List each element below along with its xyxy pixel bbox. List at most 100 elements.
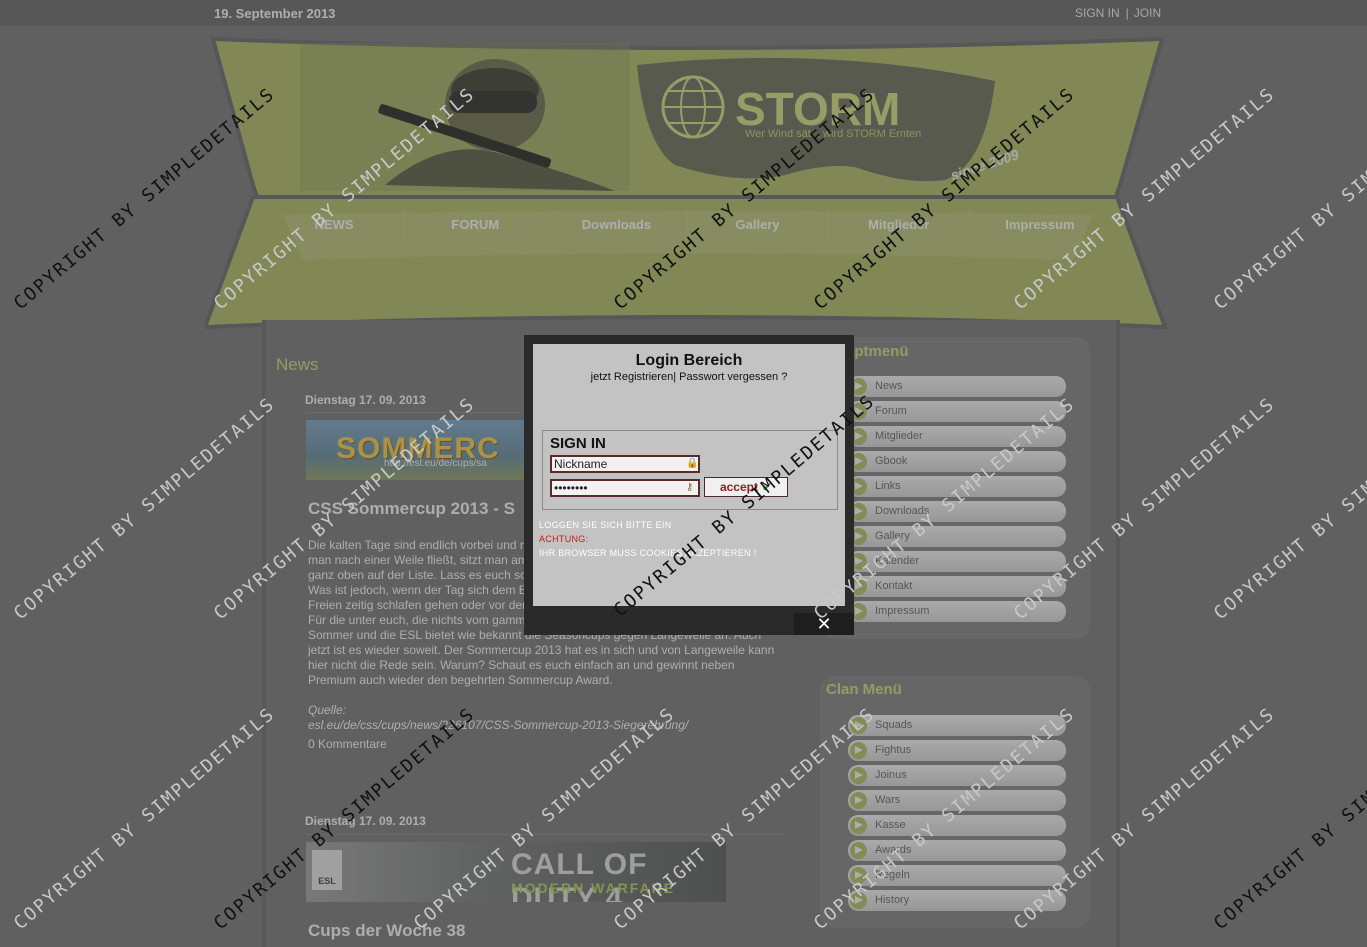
site-header: STORM Wer Wind sät... wird STORM Ernten … — [205, 35, 1170, 335]
post-2-title[interactable]: Cups der Woche 38 — [308, 921, 466, 940]
post-2-date: Dienstag 17. 09. 2013 — [305, 814, 426, 828]
menu-item-forum[interactable]: Forum — [848, 401, 1066, 422]
sign-in-link[interactable]: SIGN IN — [1075, 6, 1120, 20]
clan-item-joinus[interactable]: Joinus — [848, 765, 1066, 786]
accept-button[interactable]: accept✔ — [704, 477, 788, 497]
menu-item-label: Downloads — [875, 505, 930, 517]
arrow-icon — [850, 892, 867, 909]
arrow-icon — [850, 842, 867, 859]
logo-slogan: Wer Wind sät... wird STORM Ernten — [745, 128, 921, 140]
post-1-title[interactable]: CSS Sommercup 2013 - S — [308, 499, 515, 518]
arrow-icon — [850, 817, 867, 834]
esl-logo: ESL — [312, 850, 342, 890]
close-button[interactable]: ✕ — [794, 613, 854, 635]
arrow-icon — [850, 578, 867, 595]
warning-label: ACHTUNG: — [539, 534, 589, 544]
post-1-date: Dienstag 17. 09. 2013 — [305, 393, 426, 407]
login-modal: Login Bereich jetzt Registrieren| Passwo… — [524, 335, 854, 635]
sign-in-box: SIGN IN Nickname 🔒 •••••••• ⚷ accept✔ — [542, 430, 838, 510]
nav-news[interactable]: NEWS — [264, 210, 406, 240]
post-1-banner[interactable]: SOMMERC http://esl.eu/de/cups/sa — [306, 420, 531, 480]
clan-menu-title: Clan Menü — [826, 681, 902, 698]
clan-item-wars[interactable]: Wars — [848, 790, 1066, 811]
menu-item-kalender[interactable]: Kalender — [848, 551, 1066, 572]
nav-mitglieder[interactable]: Mitglieder — [829, 210, 970, 240]
menu-item-impressum[interactable]: Impressum — [848, 601, 1066, 622]
clan-item-history[interactable]: History — [848, 890, 1066, 911]
soldier-image — [300, 43, 630, 191]
clan-item-kasse[interactable]: Kasse — [848, 815, 1066, 836]
link-separator: | — [673, 371, 677, 383]
nickname-value: Nickname — [554, 457, 608, 471]
arrow-icon — [850, 453, 867, 470]
link-separator: | — [1125, 6, 1129, 20]
post-2-banner[interactable]: ESL CALL OF DUTY 4 MODERN WARFARE — [306, 842, 726, 902]
header-graphic: STORM Wer Wind sät... wird STORM Ernten … — [205, 36, 1168, 330]
check-icon: ✔ — [761, 480, 773, 494]
menu-item-links[interactable]: Links — [848, 476, 1066, 497]
clan-item-regeln[interactable]: Regeln — [848, 865, 1066, 886]
login-panel: Login Bereich jetzt Registrieren| Passwo… — [533, 344, 845, 606]
main-nav: NEWS FORUM Downloads Gallery Mitglieder … — [264, 210, 1110, 240]
menu-item-gallery[interactable]: Gallery — [848, 526, 1066, 547]
post-1-banner-url: http://esl.eu/de/cups/sa — [384, 458, 487, 469]
post-1-comments-link[interactable]: 0 Kommentare — [308, 737, 387, 751]
arrow-icon — [850, 717, 867, 734]
post-2-divider — [305, 834, 785, 835]
post-2-banner-sub: MODERN WARFARE — [511, 880, 676, 896]
menu-item-label: Links — [875, 480, 901, 492]
menu-item-label: Fightus — [875, 744, 912, 756]
post-2-banner-text: CALL OF DUTY 4 — [511, 848, 648, 902]
menu-item-downloads[interactable]: Downloads — [848, 501, 1066, 522]
login-links: jetzt Registrieren| Passwort vergessen ? — [533, 371, 845, 383]
key-icon: ⚷ — [686, 482, 694, 493]
forgot-password-link[interactable]: Passwort vergessen ? — [679, 371, 788, 383]
menu-item-label: Wars — [875, 794, 901, 806]
menu-item-label: Awards — [875, 844, 912, 856]
clan-item-awards[interactable]: Awards — [848, 840, 1066, 861]
arrow-icon — [850, 792, 867, 809]
post-1-source-label: Quelle: — [308, 703, 347, 717]
menu-item-label: Gallery — [875, 530, 910, 542]
login-title: Login Bereich — [635, 352, 743, 369]
lock-icon: 🔒 — [686, 458, 699, 469]
arrow-icon — [850, 528, 867, 545]
top-bar: 19. September 2013 SIGN IN|JOIN — [0, 0, 1367, 26]
menu-item-label: Squads — [875, 719, 913, 731]
close-icon: ✕ — [816, 614, 832, 634]
arrow-icon — [850, 478, 867, 495]
menu-item-kontakt[interactable]: Kontakt — [848, 576, 1066, 597]
menu-item-news[interactable]: News — [848, 376, 1066, 397]
logo-text: STORM — [735, 83, 900, 135]
cookie-notice: IHR BROWSER MUSS COOKIES AKZEPTIEREN ! — [539, 548, 757, 558]
arrow-icon — [850, 428, 867, 445]
clan-item-squads[interactable]: Squads — [848, 715, 1066, 736]
nickname-input[interactable]: Nickname 🔒 — [550, 455, 700, 473]
arrow-icon — [850, 867, 867, 884]
password-input[interactable]: •••••••• ⚷ — [550, 479, 700, 497]
account-links: SIGN IN | JOIN — [1075, 6, 1161, 20]
menu-item-label: History — [875, 894, 910, 906]
menu-item-label: Joinus — [875, 769, 907, 781]
nav-downloads[interactable]: Downloads — [546, 210, 688, 240]
login-hint: LOGGEN SIE SICH BITTE EIN — [539, 520, 672, 530]
accept-label: accept — [719, 480, 758, 494]
arrow-icon — [850, 503, 867, 520]
post-1-source-link[interactable]: esl.eu/de/css/cups/news/226107/CSS-Somme… — [308, 718, 689, 732]
menu-item-gbook[interactable]: Gbook — [848, 451, 1066, 472]
menu-item-label: Kasse — [875, 819, 906, 831]
menu-item-label: Kontakt — [875, 580, 913, 592]
menu-item-label: Forum — [875, 405, 907, 417]
nav-gallery[interactable]: Gallery — [688, 210, 829, 240]
register-link[interactable]: jetzt Registrieren — [590, 371, 674, 383]
join-link[interactable]: JOIN — [1133, 6, 1162, 20]
arrow-icon — [850, 403, 867, 420]
menu-item-label: Gbook — [875, 455, 908, 467]
menu-item-mitglieder[interactable]: Mitglieder — [848, 426, 1066, 447]
clan-item-fightus[interactable]: Fightus — [848, 740, 1066, 761]
sign-in-title: SIGN IN — [550, 435, 606, 452]
nav-forum[interactable]: FORUM — [405, 210, 547, 240]
arrow-icon — [850, 742, 867, 759]
menu-item-label: Mitglieder — [875, 430, 923, 442]
nav-impressum[interactable]: Impressum — [1005, 217, 1075, 232]
